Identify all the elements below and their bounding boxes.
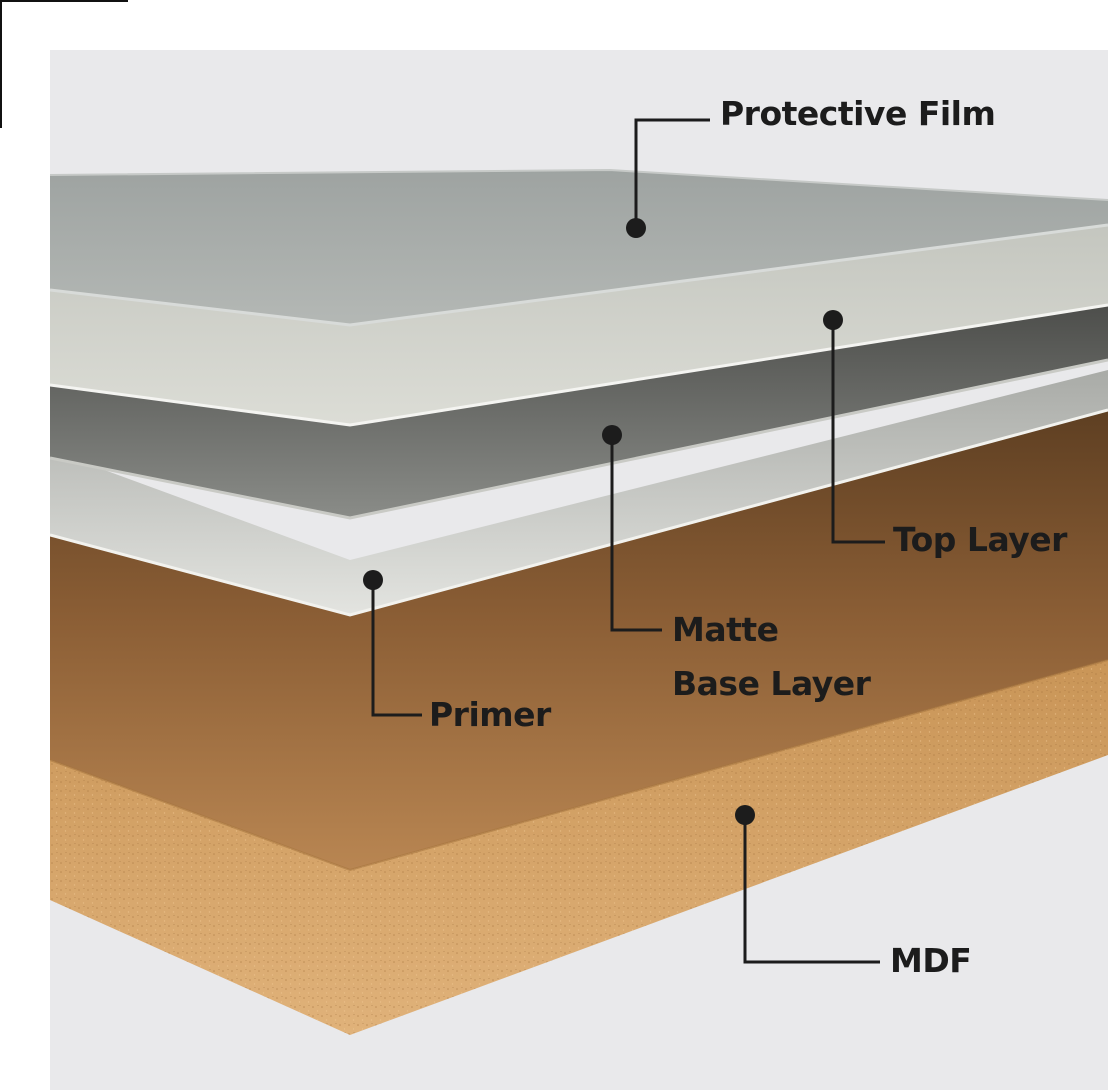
matte-base-layer <box>50 305 1108 520</box>
layer-diagram <box>50 118 1108 1035</box>
label-base-layer: Base Layer <box>672 664 871 703</box>
corner-frame-mark <box>0 0 128 128</box>
label-top-layer: Top Layer <box>893 520 1067 559</box>
label-mdf: MDF <box>890 941 972 980</box>
mdf-layer <box>50 410 1108 1035</box>
callout-primer <box>363 570 422 717</box>
label-protective-film: Protective Film <box>720 94 996 133</box>
callout-mdf <box>735 805 880 964</box>
callout-top-layer <box>823 310 885 544</box>
diagram-panel: Protective Film Top Layer Matte Base Lay… <box>50 50 1108 1090</box>
callout-protective-film <box>626 118 710 238</box>
label-primer: Primer <box>429 695 551 734</box>
top-layer <box>50 225 1108 427</box>
primer-layer <box>50 370 1108 617</box>
label-matte: Matte <box>672 610 779 649</box>
protective-film-layer <box>50 168 1108 327</box>
callout-matte-base-layer <box>602 425 662 632</box>
